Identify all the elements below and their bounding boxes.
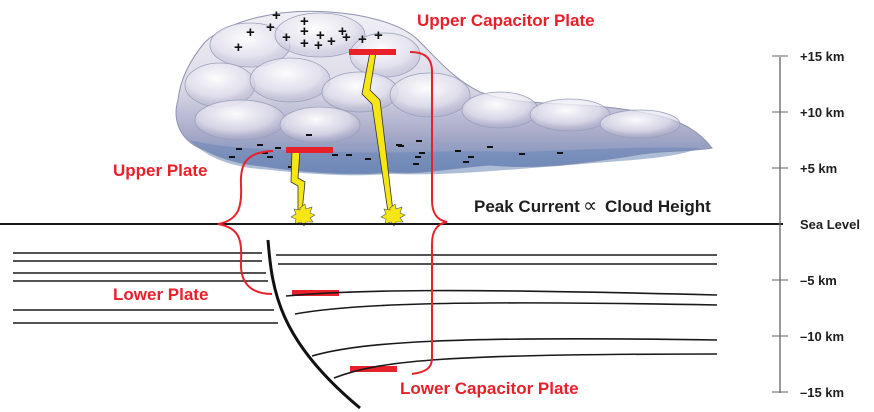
label-lower-capacitor-plate: Lower Capacitor Plate <box>400 379 579 398</box>
label-upper-plate: Upper Plate <box>113 161 207 180</box>
negative-charge <box>455 150 461 152</box>
positive-charges: +++++++++++++++ <box>234 7 383 56</box>
left-strata <box>13 252 278 324</box>
negative-charge <box>288 166 294 168</box>
positive-charge: + <box>300 35 309 52</box>
negative-charge <box>306 134 312 136</box>
negative-charge <box>267 156 273 158</box>
upper-plate-bar <box>286 147 333 153</box>
negative-charge <box>415 156 421 158</box>
cloud-base-shadow <box>190 140 700 176</box>
negative-charge <box>365 158 371 160</box>
thundercloud <box>175 10 713 176</box>
positive-charge: + <box>300 13 309 30</box>
brackets <box>217 51 448 375</box>
positive-charge: + <box>327 33 336 50</box>
negative-charge <box>236 148 242 150</box>
negative-charge <box>519 153 525 155</box>
right-strata <box>276 254 718 379</box>
positive-charge: + <box>300 23 309 40</box>
negative-charge <box>275 147 281 149</box>
positive-charge: + <box>374 27 383 44</box>
label-upper-capacitor-plate: Upper Capacitor Plate <box>417 11 595 30</box>
negative-charges <box>229 134 563 168</box>
positive-charge: + <box>246 24 255 41</box>
fault-line <box>266 239 361 410</box>
negative-charge <box>229 156 235 158</box>
lightning-strike-tall <box>380 203 406 227</box>
lightning-strike-short <box>290 203 316 227</box>
positive-charge: + <box>314 37 323 54</box>
negative-charge <box>413 163 419 165</box>
positive-charge: + <box>282 29 291 46</box>
scale-tick-label: –15 km <box>800 385 844 400</box>
upper-plate-brace <box>217 150 274 295</box>
relation-left-text: Peak Current <box>474 197 580 216</box>
negative-charge <box>398 145 404 147</box>
positive-charge: + <box>358 31 367 48</box>
capacitor-plate-brace <box>409 51 448 375</box>
scale-tick-label: Sea Level <box>800 217 860 232</box>
scale-tick-label: +15 km <box>800 49 844 64</box>
relation-right-text: Cloud Height <box>605 197 711 216</box>
altitude-scale: +15 km +10 km +5 km Sea Level –5 km –10 km –15… <box>772 49 860 400</box>
scale-tick-label: –5 km <box>800 273 837 288</box>
negative-charge <box>346 154 352 156</box>
negative-charge <box>262 152 268 154</box>
positive-charge: + <box>342 29 351 46</box>
lower-capacitor-plate-bar <box>350 366 397 372</box>
negative-charge <box>257 144 263 146</box>
positive-charge: + <box>338 23 347 40</box>
negative-charge <box>463 161 469 163</box>
positive-charge: + <box>316 27 325 44</box>
scale-ticks: +15 km +10 km +5 km Sea Level –5 km –10 km –15… <box>772 49 860 400</box>
relation-label: Peak Current ∝ Cloud Height <box>474 195 711 217</box>
label-lower-plate: Lower Plate <box>113 285 208 304</box>
negative-charge <box>468 156 474 158</box>
lightning-bolts <box>290 51 406 227</box>
cloud-puffs <box>184 12 681 144</box>
negative-charge <box>487 146 493 148</box>
proportional-symbol: ∝ <box>583 195 597 217</box>
negative-charge <box>332 154 338 156</box>
scale-tick-label: –10 km <box>800 329 844 344</box>
positive-charge: + <box>266 19 275 36</box>
positive-charge: + <box>272 7 281 24</box>
positive-charge: + <box>234 39 243 56</box>
negative-charge <box>419 152 425 154</box>
upper-capacitor-plate-bar <box>349 49 396 55</box>
scale-tick-label: +10 km <box>800 105 844 120</box>
negative-charge <box>416 140 422 142</box>
negative-charge <box>557 152 563 154</box>
scale-tick-label: +5 km <box>800 161 837 176</box>
